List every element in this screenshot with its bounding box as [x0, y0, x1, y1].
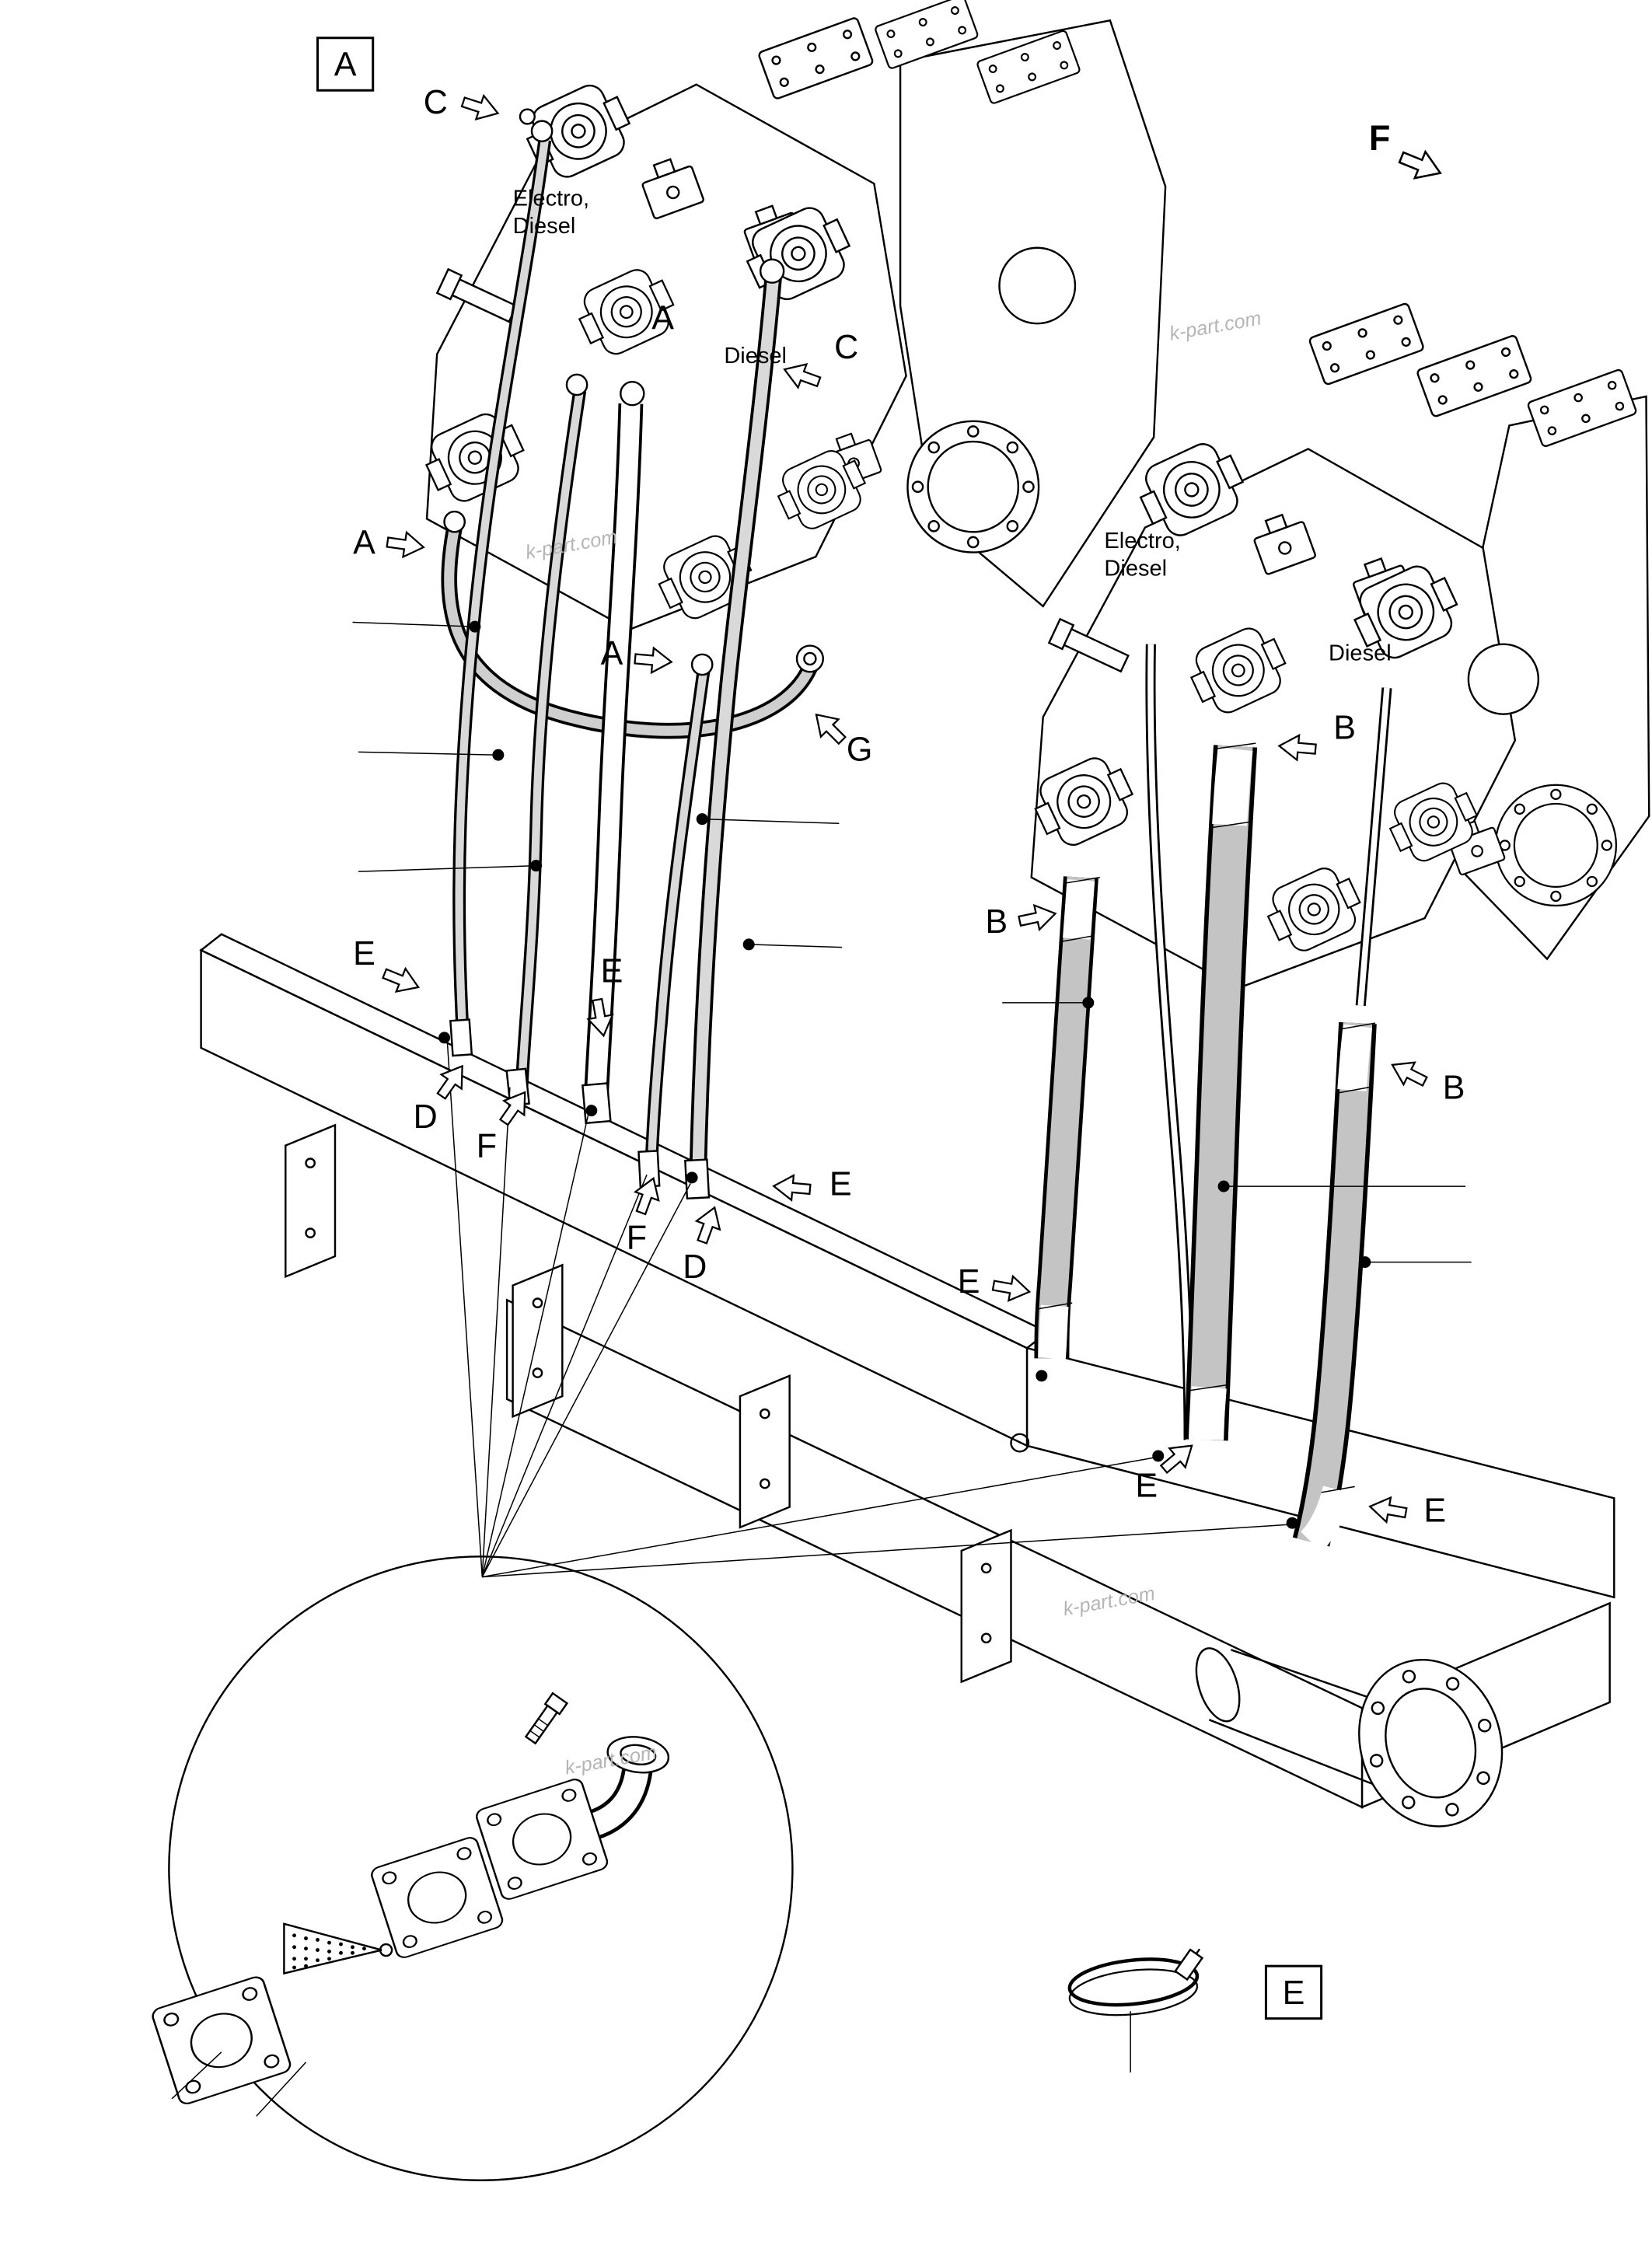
- pump-cover-plate: [756, 16, 875, 101]
- hose-end-collar: [582, 1082, 612, 1125]
- callouts: A E F Electro, Diesel Diesel Electro, Di…: [316, 37, 1465, 2020]
- pump-port: [998, 246, 1077, 325]
- hose-fitting: [443, 510, 466, 533]
- callout-e-lower: E: [1135, 1467, 1158, 1504]
- pump-stub-pipe: [1047, 617, 1130, 673]
- right-hose-group: [1034, 644, 1392, 1552]
- hose-clamp: [1067, 1948, 1204, 2073]
- base-frame: [199, 933, 1615, 1828]
- frame-support-plate: [739, 1374, 791, 1529]
- callout-arrow: [458, 89, 503, 127]
- bolt: [524, 1692, 569, 1745]
- callout-a-left: A: [353, 524, 375, 561]
- label-diesel-left: Diesel: [724, 344, 787, 368]
- callout-a-hose: A: [651, 300, 674, 337]
- view-direction-arrow: [1395, 143, 1447, 187]
- callout-g: G: [847, 731, 873, 769]
- g-fitting: [795, 644, 824, 673]
- left-pump-assembly: [416, 0, 1167, 631]
- suction-pipe-flange: [1195, 1647, 1504, 1828]
- hose-fitting: [620, 380, 645, 407]
- frame-support-plate: [960, 1529, 1012, 1683]
- detail-view-circle: [149, 1555, 794, 2181]
- callout-e-center: E: [829, 1165, 852, 1203]
- label-diesel-right: Diesel: [1329, 641, 1392, 665]
- detail-box-a-label: A: [334, 46, 357, 83]
- callout-c-top: C: [424, 84, 448, 121]
- callout-b-upper: B: [1333, 710, 1356, 747]
- callout-arrow: [633, 645, 674, 676]
- strainer-cone: [283, 1922, 393, 1975]
- square-flange: [473, 1776, 610, 1902]
- frame-hole: [1010, 1433, 1030, 1453]
- watermark: k-part.com: [1168, 307, 1263, 344]
- label-electro-diesel-right-1: Electro,: [1104, 529, 1180, 553]
- square-flange-end: [149, 1974, 294, 2107]
- clamp-screw: [1174, 1948, 1204, 1981]
- pump-port: [1467, 643, 1540, 715]
- callout-arrow: [1016, 900, 1059, 934]
- banjo-fitting: [519, 108, 536, 125]
- callout-a-mid: A: [601, 635, 623, 672]
- hose-fitting: [759, 258, 785, 284]
- label-electro-diesel-right-2: Diesel: [1104, 557, 1167, 581]
- hose-end-collar: [449, 1018, 473, 1057]
- pump-mount-flange: [1494, 784, 1618, 907]
- callout-arrow: [990, 1272, 1033, 1305]
- pump-cover-plate: [1308, 302, 1426, 386]
- callout-e-bottom-right: E: [1423, 1492, 1446, 1529]
- junction-dots: [438, 620, 1371, 1529]
- callout-e-frame: E: [958, 1263, 980, 1301]
- detail-reference-fan: [446, 1040, 1291, 1578]
- detail-box-a: A: [316, 37, 375, 92]
- view-direction-label: F: [1369, 118, 1390, 158]
- pump-mount-flange: [906, 420, 1040, 553]
- callout-arrow: [1385, 1053, 1432, 1094]
- hose-fitting: [690, 653, 714, 676]
- hose-fitting: [530, 120, 554, 143]
- callout-d-left: D: [414, 1098, 438, 1136]
- callout-arrow: [385, 529, 427, 560]
- callout-arrow: [771, 1172, 812, 1203]
- callout-b-left: B: [985, 903, 1008, 941]
- callout-b-lower: B: [1443, 1070, 1465, 1107]
- pump-cover-plate: [1415, 333, 1533, 418]
- leader-lines: [352, 620, 1472, 1578]
- label-electro-diesel-left-1: Electro,: [513, 186, 589, 211]
- hose-fitting: [565, 373, 589, 396]
- frame-support-plate: [512, 1264, 564, 1418]
- detail-box-e-label: E: [1283, 1974, 1305, 2012]
- callout-f-left: F: [477, 1128, 497, 1165]
- callout-d-center: D: [683, 1248, 707, 1286]
- pump-stub-pipe: [435, 267, 518, 323]
- callout-arrow: [806, 704, 852, 750]
- callout-c-2: C: [834, 329, 858, 366]
- callout-e-left: E: [353, 935, 375, 972]
- callout-f-center: F: [627, 1220, 647, 1257]
- callout-e-mid: E: [601, 953, 623, 990]
- detail-box-e: E: [1264, 1964, 1323, 2020]
- callout-arrow: [379, 961, 424, 1000]
- frame-support-plate: [285, 1124, 337, 1278]
- label-electro-diesel-left-2: Diesel: [513, 214, 576, 239]
- square-flange-gasket: [368, 1835, 505, 1960]
